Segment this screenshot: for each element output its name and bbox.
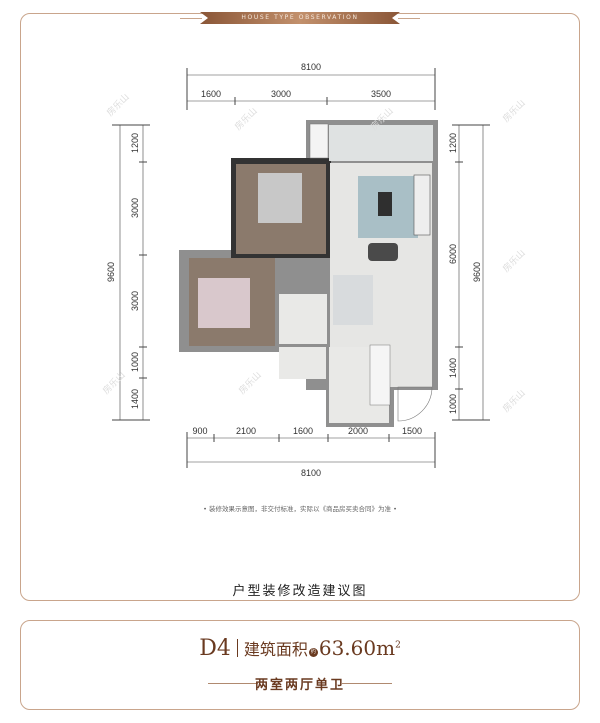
area-unit-text: m (376, 636, 396, 660)
dim-top-total: 8100 (301, 62, 321, 72)
shaft (309, 123, 329, 159)
dim-right-3: 1400 (448, 358, 458, 378)
dim-bottom-1: 900 (192, 426, 207, 436)
layout-line-left (208, 683, 258, 684)
disclaimer-text: 装修效果示意图，非交付标准，实际以《商品房买卖合同》为准 (209, 505, 391, 513)
dim-bottom-total: 8100 (301, 468, 321, 478)
washroom-floor (279, 347, 326, 379)
bed-1 (258, 173, 302, 223)
unit-info-box (20, 620, 580, 710)
dim-bottom-3: 1600 (293, 426, 313, 436)
dim-right-2: 6000 (448, 244, 458, 264)
dim-bottom-2: 2100 (236, 426, 256, 436)
dimension-ticks (112, 68, 490, 468)
dim-top-2: 3000 (271, 89, 291, 99)
bathroom-floor (279, 294, 327, 344)
entry-door (397, 386, 433, 422)
dim-right-4: 1000 (448, 394, 458, 414)
approx-badge: 约 (308, 648, 318, 657)
dim-top-3: 3500 (371, 89, 391, 99)
area-unit: m2 (376, 636, 401, 660)
area-unit-sup: 2 (395, 640, 401, 651)
divider (236, 639, 238, 657)
unit-type-code: D4 (199, 636, 231, 661)
header-ribbon: HOUSE TYPE OBSERVATION (200, 12, 400, 24)
area-label: 建筑面积 (243, 640, 308, 659)
sofa (413, 174, 431, 236)
ribbon-line-left (180, 18, 202, 19)
dim-right-1: 1200 (448, 133, 458, 153)
dim-left-total: 9600 (106, 262, 116, 282)
dimension-lines (119, 74, 484, 463)
dining-table (333, 275, 373, 325)
plan-caption: 户型装修改造建议图 (232, 584, 368, 599)
dim-top-1: 1600 (201, 89, 221, 99)
dim-left-3: 3000 (130, 291, 140, 311)
dim-left-2: 3000 (130, 198, 140, 218)
kitchen-counter (369, 344, 391, 406)
ribbon-line-right (398, 18, 420, 19)
balcony (329, 125, 433, 161)
dim-left-1: 1200 (130, 133, 140, 153)
coffee-table (378, 192, 392, 216)
dim-bottom-5: 1500 (402, 426, 422, 436)
sofa-chair (368, 243, 398, 261)
dim-left-5: 1400 (130, 389, 140, 409)
bed-2 (198, 278, 250, 328)
disclaimer-note: • 装修效果示意图，非交付标准，实际以《商品房买卖合同》为准 • (203, 505, 397, 513)
dim-right-total: 9600 (472, 262, 482, 282)
dim-left-4: 1000 (130, 352, 140, 372)
area-value: 63.60 (318, 636, 377, 660)
layout-line-right (342, 683, 392, 684)
dim-bottom-4: 2000 (348, 426, 368, 436)
layout-description: 两室两厅单卫 (254, 678, 345, 693)
